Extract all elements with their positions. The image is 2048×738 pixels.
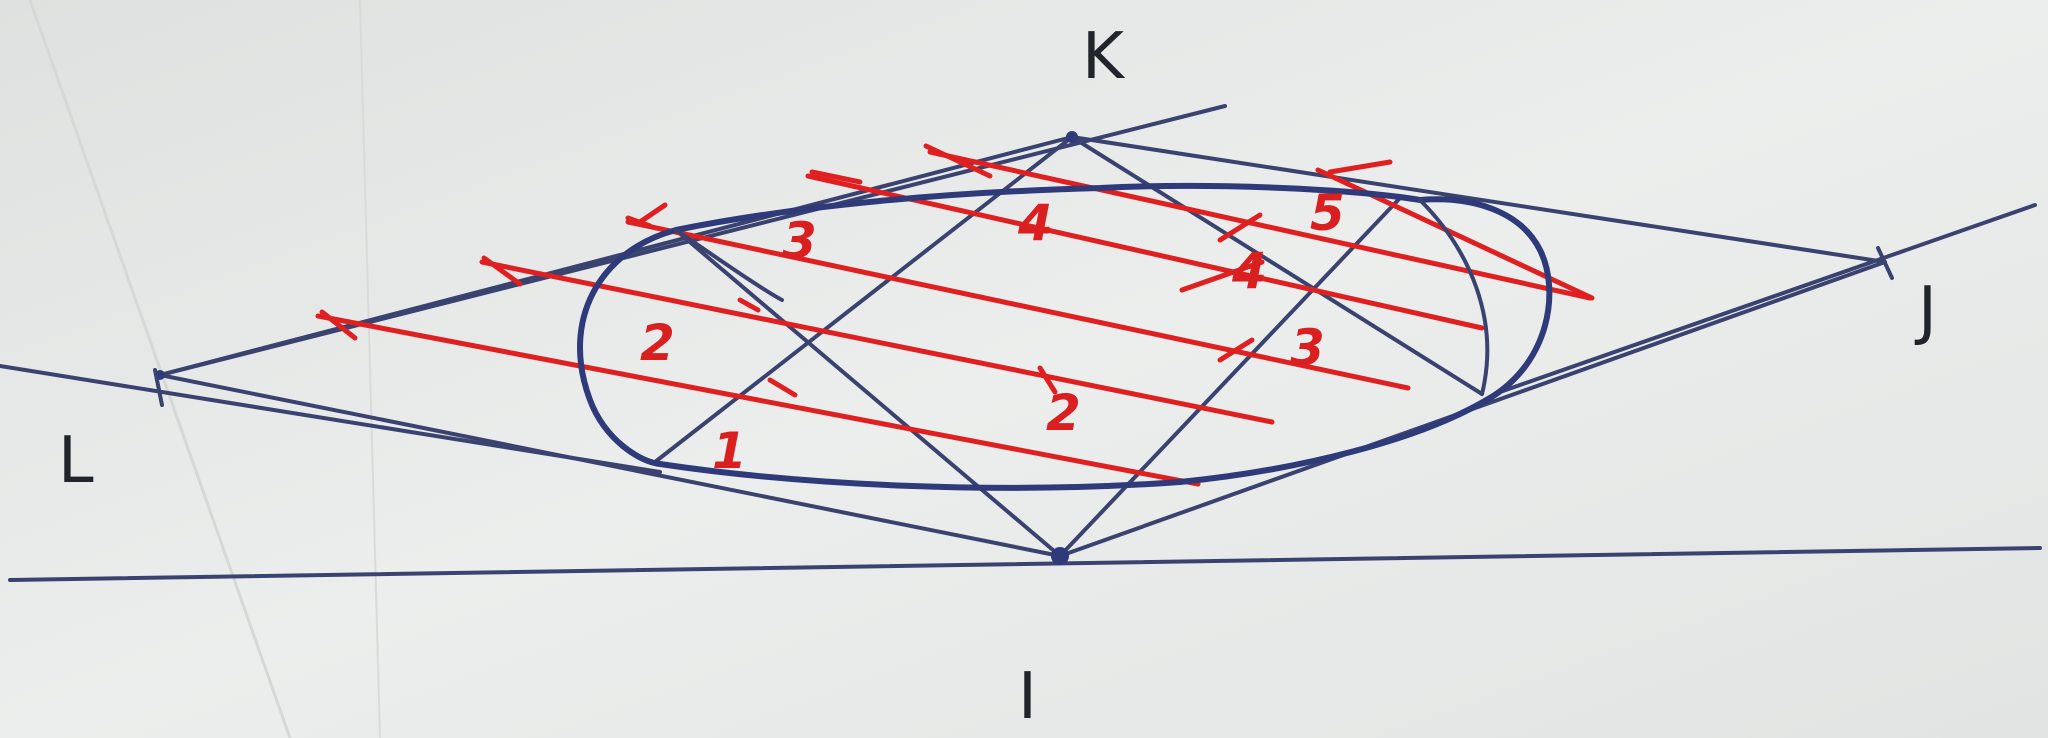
red-line-2 (479, 259, 1275, 425)
tick-mark (1179, 259, 1265, 293)
paper-fold-line (28, 0, 292, 738)
tick-mark (1327, 159, 1393, 175)
tick-mark (1037, 365, 1058, 395)
horizontal-base-line (8, 546, 2042, 582)
tick-mark (1217, 337, 1255, 363)
red-number-5: 5 (1310, 184, 1345, 242)
line-I-to-upper-right-point (1058, 196, 1402, 558)
ellipse-inner-arc (674, 228, 784, 302)
red-line-4 (805, 173, 1485, 331)
red-line-1 (315, 313, 1201, 487)
tick-mark (767, 377, 798, 398)
tick-mark (481, 255, 523, 287)
vertex-tick-L (153, 368, 164, 407)
tick-mark (637, 202, 668, 225)
ellipse-right-arc (1418, 198, 1490, 396)
right-guide-line (1498, 203, 2037, 394)
red-number-3-top: 3 (782, 212, 817, 270)
red-line-3 (625, 219, 1411, 391)
red-number-4-right: 4 (1231, 242, 1267, 300)
vertex-dot-I (1051, 547, 1069, 565)
red-number-2-mid: 2 (1046, 384, 1081, 442)
vertex-label-L: L (58, 424, 94, 498)
vertex-tick-J (1876, 246, 1894, 280)
vertex-label-J: J (1914, 274, 1937, 348)
red-number-1: 1 (712, 422, 747, 480)
line-I-to-upper-left-point (676, 230, 1062, 558)
vertex-label-I: I (1018, 660, 1037, 734)
edge-I-L (158, 373, 1062, 558)
tick-mark (809, 169, 863, 185)
vertex-label-K: K (1082, 20, 1126, 94)
vertex-dot-K (1066, 131, 1078, 143)
edge-K-J (1070, 135, 1887, 264)
edge-L-K (158, 135, 1074, 377)
tick-mark (923, 143, 993, 179)
line-K-to-right-point (1070, 135, 1484, 396)
red-tick-marks (319, 143, 1393, 398)
red-number-2-left: 2 (640, 314, 675, 372)
tick-mark (1217, 212, 1263, 243)
paper-fold-line (359, 0, 381, 738)
tick-mark (737, 297, 761, 313)
isometric-ellipse-curve (577, 182, 1553, 491)
red-line-5 (927, 149, 1593, 301)
red-number-4-top: 4 (1017, 194, 1053, 252)
red-ordinate-lines (315, 149, 1595, 487)
red-number-3-right: 3 (1290, 319, 1325, 377)
tick-mark (319, 309, 358, 341)
